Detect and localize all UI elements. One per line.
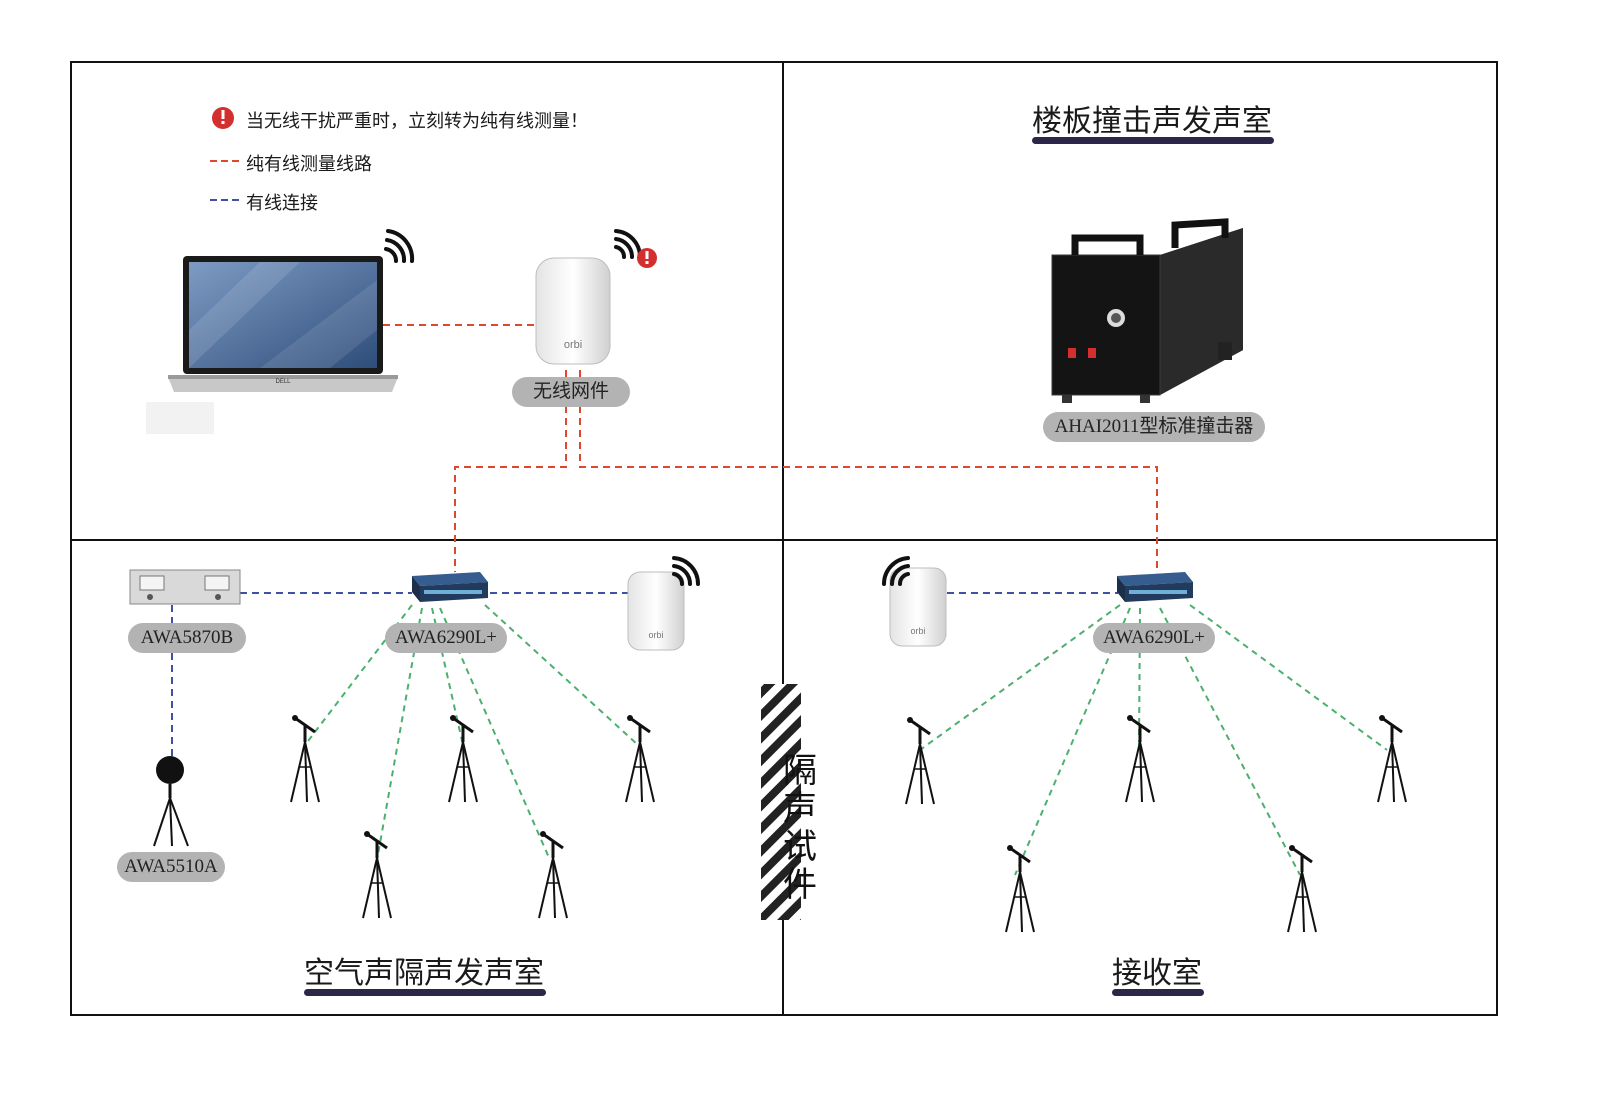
laptop-icon	[168, 256, 398, 392]
room-title-airborne-source: 空气声隔声发声室	[304, 956, 544, 991]
title-underline	[1032, 137, 1274, 144]
wifi-icon	[672, 556, 701, 586]
sound-insulation-specimen	[761, 684, 801, 920]
label-analyzer-right: AWA6290L+	[1093, 623, 1215, 653]
router-icon	[889, 567, 947, 647]
microphone-tripod-icon	[1286, 843, 1318, 934]
microphone-tripod-icon	[447, 713, 479, 804]
microphone-tripod-icon	[289, 713, 321, 804]
laptop-brand: DELL	[275, 379, 291, 385]
microphone-tripod-icon	[624, 713, 656, 804]
label-tapping-machine: AHAI2011型标准撞击器	[1043, 412, 1265, 442]
microphone-tripods	[289, 713, 1408, 934]
legend-wired-only-route: 纯有线测量线路	[246, 154, 372, 175]
label-analyzer-left: AWA6290L+	[385, 623, 507, 653]
wifi-icon	[384, 229, 415, 263]
wired-only-routes	[383, 324, 1158, 572]
microphone-tripod-icon	[1124, 713, 1156, 804]
room-title-floor-impact-source: 楼板撞击声发声室	[1032, 104, 1272, 139]
warning-icon	[212, 107, 234, 129]
wifi-icon	[881, 556, 910, 586]
title-underline	[1112, 989, 1204, 996]
label-sound-source: AWA5510A	[117, 852, 225, 882]
warning-icon	[637, 248, 657, 268]
label-amplifier: AWA5870B	[128, 623, 246, 653]
analyzer-icon	[1117, 572, 1193, 602]
legend-wired-connection: 有线连接	[246, 193, 318, 214]
microphone-tripod-icon	[1004, 843, 1036, 934]
room-title-receiving: 接收室	[1112, 956, 1202, 991]
router-brand: orbi	[648, 630, 663, 640]
laptop-shadow	[146, 402, 214, 434]
microphone-tripod-icon	[1376, 713, 1408, 804]
microphone-tripod-icon	[904, 715, 936, 806]
tapping-machine-icon	[1051, 218, 1243, 403]
legend-warning: 当无线干扰严重时，立刻转为纯有线测量！	[246, 111, 588, 132]
label-wireless-unit: 无线网件	[512, 377, 630, 407]
dodecahedron-speaker-icon	[153, 756, 189, 847]
router-icon	[535, 257, 611, 365]
title-underline	[304, 989, 546, 996]
router-brand: orbi	[910, 626, 925, 636]
analyzer-icon	[412, 572, 488, 602]
specimen-label: 隔声试件	[783, 751, 817, 905]
router-icon	[627, 571, 685, 651]
microphone-tripod-icon	[361, 829, 393, 920]
wifi-icon	[614, 229, 643, 259]
amplifier-icon	[129, 569, 241, 605]
router-brand: orbi	[564, 339, 582, 351]
